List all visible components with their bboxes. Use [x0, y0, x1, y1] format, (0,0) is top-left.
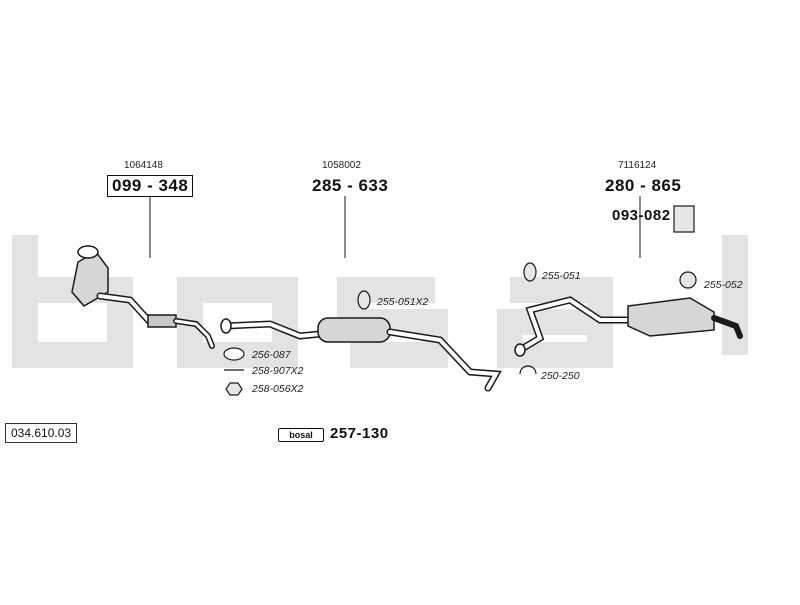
rubber-mount-icon	[679, 271, 697, 289]
accessory-icons	[223, 205, 697, 396]
nut-icon	[225, 382, 243, 396]
rear-silencer-part[interactable]	[514, 296, 743, 357]
clamp-label: 250-250	[541, 370, 580, 382]
part-number-rear-silencer[interactable]: 280 - 865	[605, 176, 682, 195]
rubber-mount-2-label: 255-052	[704, 279, 743, 291]
gasket-label: 256-087	[252, 349, 291, 361]
rubber-mount-icon	[523, 262, 537, 282]
part-number-catalytic[interactable]: 099 - 348	[107, 175, 194, 197]
part-number-front-silencer[interactable]: 285 - 633	[312, 176, 389, 195]
catalytic-converter-part[interactable]	[71, 245, 215, 349]
assembly-paste-number[interactable]: 257-130	[330, 425, 389, 442]
rubber-mount-1-label: 255-051	[542, 270, 581, 282]
clamp-icon	[519, 365, 537, 375]
oe-number-2: 1058002	[322, 160, 361, 171]
hanger-front-label: 255-051X2	[377, 296, 429, 308]
bosal-logo: bosal	[278, 428, 324, 442]
mounting-kit-icon	[673, 205, 695, 233]
gasket-icon	[223, 347, 245, 361]
hanger-icon	[357, 290, 371, 310]
catalog-number: 034.610.03	[5, 423, 78, 443]
oe-number-1: 1064148	[124, 160, 163, 171]
oe-number-3: 7116124	[618, 160, 657, 171]
bolt-label: 258-907X2	[252, 365, 304, 377]
leader-lines	[149, 196, 641, 258]
mounting-kit-number[interactable]: 093-082	[612, 207, 671, 224]
front-silencer-part[interactable]	[220, 317, 502, 392]
nut-label: 258-056X2	[252, 383, 304, 395]
